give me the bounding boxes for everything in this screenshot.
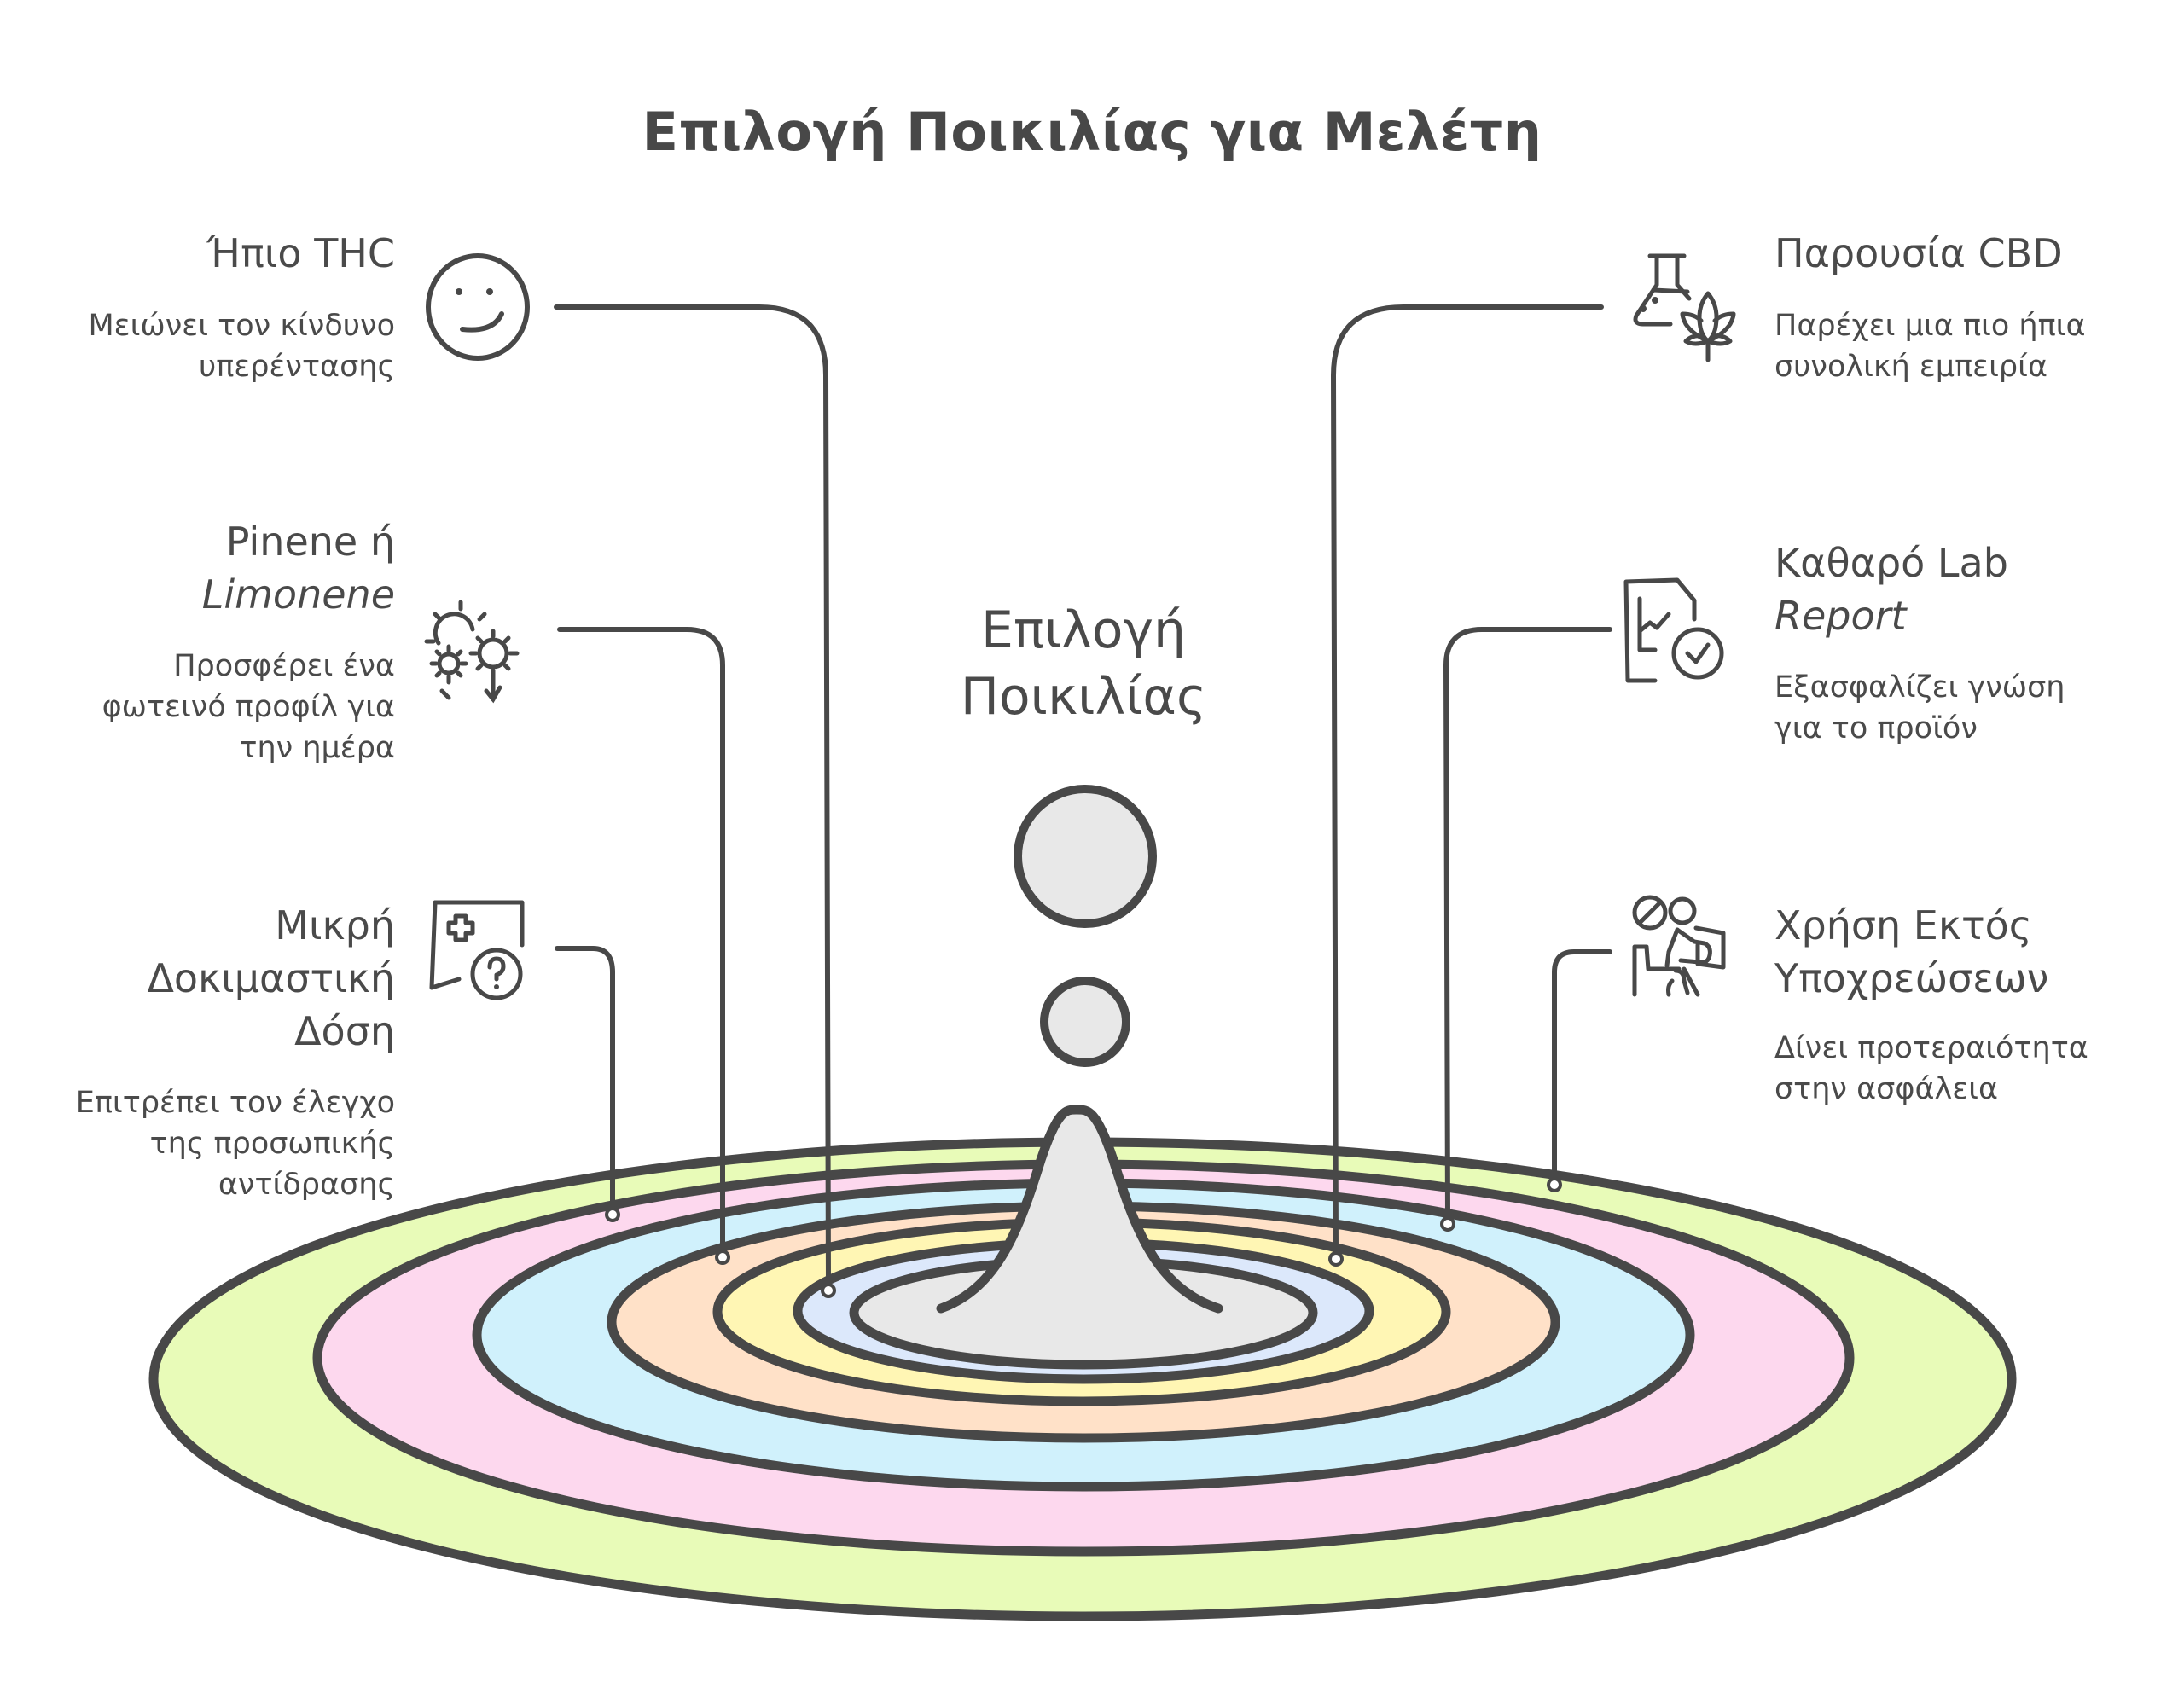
- item-desc-line: φωτεινό προφίλ για: [102, 690, 395, 724]
- item-desc-line: Επιτρέπει τον έλεγχο: [75, 1086, 395, 1120]
- item-cbd-desc: Παρέχει μια πιο ήπια συνολική εμπειρία: [1774, 305, 2086, 387]
- connector-endpoints: [605, 1177, 1562, 1298]
- item-desc-line: για το προϊόν: [1774, 711, 1978, 745]
- item-desc-line: συνολική εμπειρία: [1774, 350, 2048, 384]
- person-reading-no-sign-icon: [1632, 895, 1726, 997]
- connector-mild-thc: [554, 304, 831, 1286]
- item-title-line: Pinene ή: [225, 519, 395, 565]
- item-title-line: Report: [1774, 593, 1907, 639]
- diagram-title: Επιλογή Ποικιλίας για Μελέτη: [642, 101, 1542, 163]
- connector-off-duty: [1552, 949, 1612, 1180]
- item-cbd-title: Παρουσία CBD: [1774, 227, 2063, 280]
- item-trial-dose-desc: Επιτρέπει τον έλεγχο της προσωπικής αντί…: [76, 1082, 395, 1205]
- connector-lab-report: [1443, 627, 1612, 1220]
- center-label: Επιλογή Ποικιλίας: [870, 597, 1297, 730]
- item-desc-line: αντίδρασης: [218, 1168, 395, 1202]
- item-desc-line: Μειώνει τον κίνδυνο: [88, 309, 395, 343]
- item-desc-line: υπερέντασης: [199, 350, 395, 384]
- item-mild-thc-title: Ήπιο THC: [206, 227, 395, 280]
- item-desc-line: της προσωπικής: [149, 1127, 395, 1161]
- connector-cbd: [1330, 304, 1604, 1255]
- droplet-spike: [936, 1105, 1223, 1314]
- item-title-line: Ήπιο THC: [206, 230, 395, 276]
- item-desc-line: Παρέχει μια πιο ήπια: [1774, 309, 2086, 343]
- item-title-line: Καθαρό Lab: [1774, 540, 2008, 586]
- connector-pinene: [557, 627, 725, 1253]
- item-trial-dose-title: Μικρή Δοκιμαστική Δόση: [147, 899, 395, 1058]
- connectors: [554, 304, 1612, 1286]
- item-title-line: Limonene: [201, 571, 395, 618]
- item-off-duty-title: Χρήση Εκτός Υποχρεώσεων: [1774, 899, 2048, 1005]
- item-title-line: Παρουσία CBD: [1774, 230, 2063, 276]
- lab-report-check-icon: [1623, 577, 1724, 683]
- item-title-line: Δόση: [294, 1008, 395, 1054]
- item-title-line: Δοκιμαστική: [147, 955, 395, 1001]
- droplet-bubbles: [1014, 785, 1157, 1067]
- item-desc-line: Δίνει προτεραιότητα: [1774, 1031, 2088, 1065]
- item-title-line: Μικρή: [275, 902, 395, 948]
- item-desc-line: στην ασφάλεια: [1774, 1072, 1999, 1106]
- medical-question-chat-icon: [429, 900, 525, 1000]
- item-lab-report-title: Καθαρό Lab Report: [1774, 536, 2008, 642]
- item-desc-line: την ημέρα: [239, 731, 395, 765]
- item-desc-line: Προσφέρει ένα: [173, 649, 395, 683]
- center-label-line-2: Ποικιλίας: [960, 667, 1207, 727]
- item-off-duty-desc: Δίνει προτεραιότητα στην ασφάλεια: [1774, 1028, 2088, 1110]
- item-pinene-desc: Προσφέρει ένα φωτεινό προφίλ για την ημέ…: [102, 646, 395, 768]
- sun-flowers-icon: [424, 600, 520, 704]
- item-pinene-title: Pinene ή Limonene: [202, 515, 395, 621]
- connector-trial-dose: [555, 946, 615, 1210]
- center-label-line-1: Επιλογή: [980, 600, 1187, 660]
- item-desc-line: Εξασφαλίζει γνώση: [1774, 670, 2065, 705]
- flask-cannabis-leaf-icon: [1633, 253, 1736, 362]
- smiley-face-icon: [426, 253, 530, 361]
- item-mild-thc-desc: Μειώνει τον κίνδυνο υπερέντασης: [88, 305, 395, 387]
- item-lab-report-desc: Εξασφαλίζει γνώση για το προϊόν: [1774, 667, 2065, 749]
- item-title-line: Χρήση Εκτός: [1774, 902, 2032, 948]
- item-title-line: Υποχρεώσεων: [1774, 955, 2049, 1001]
